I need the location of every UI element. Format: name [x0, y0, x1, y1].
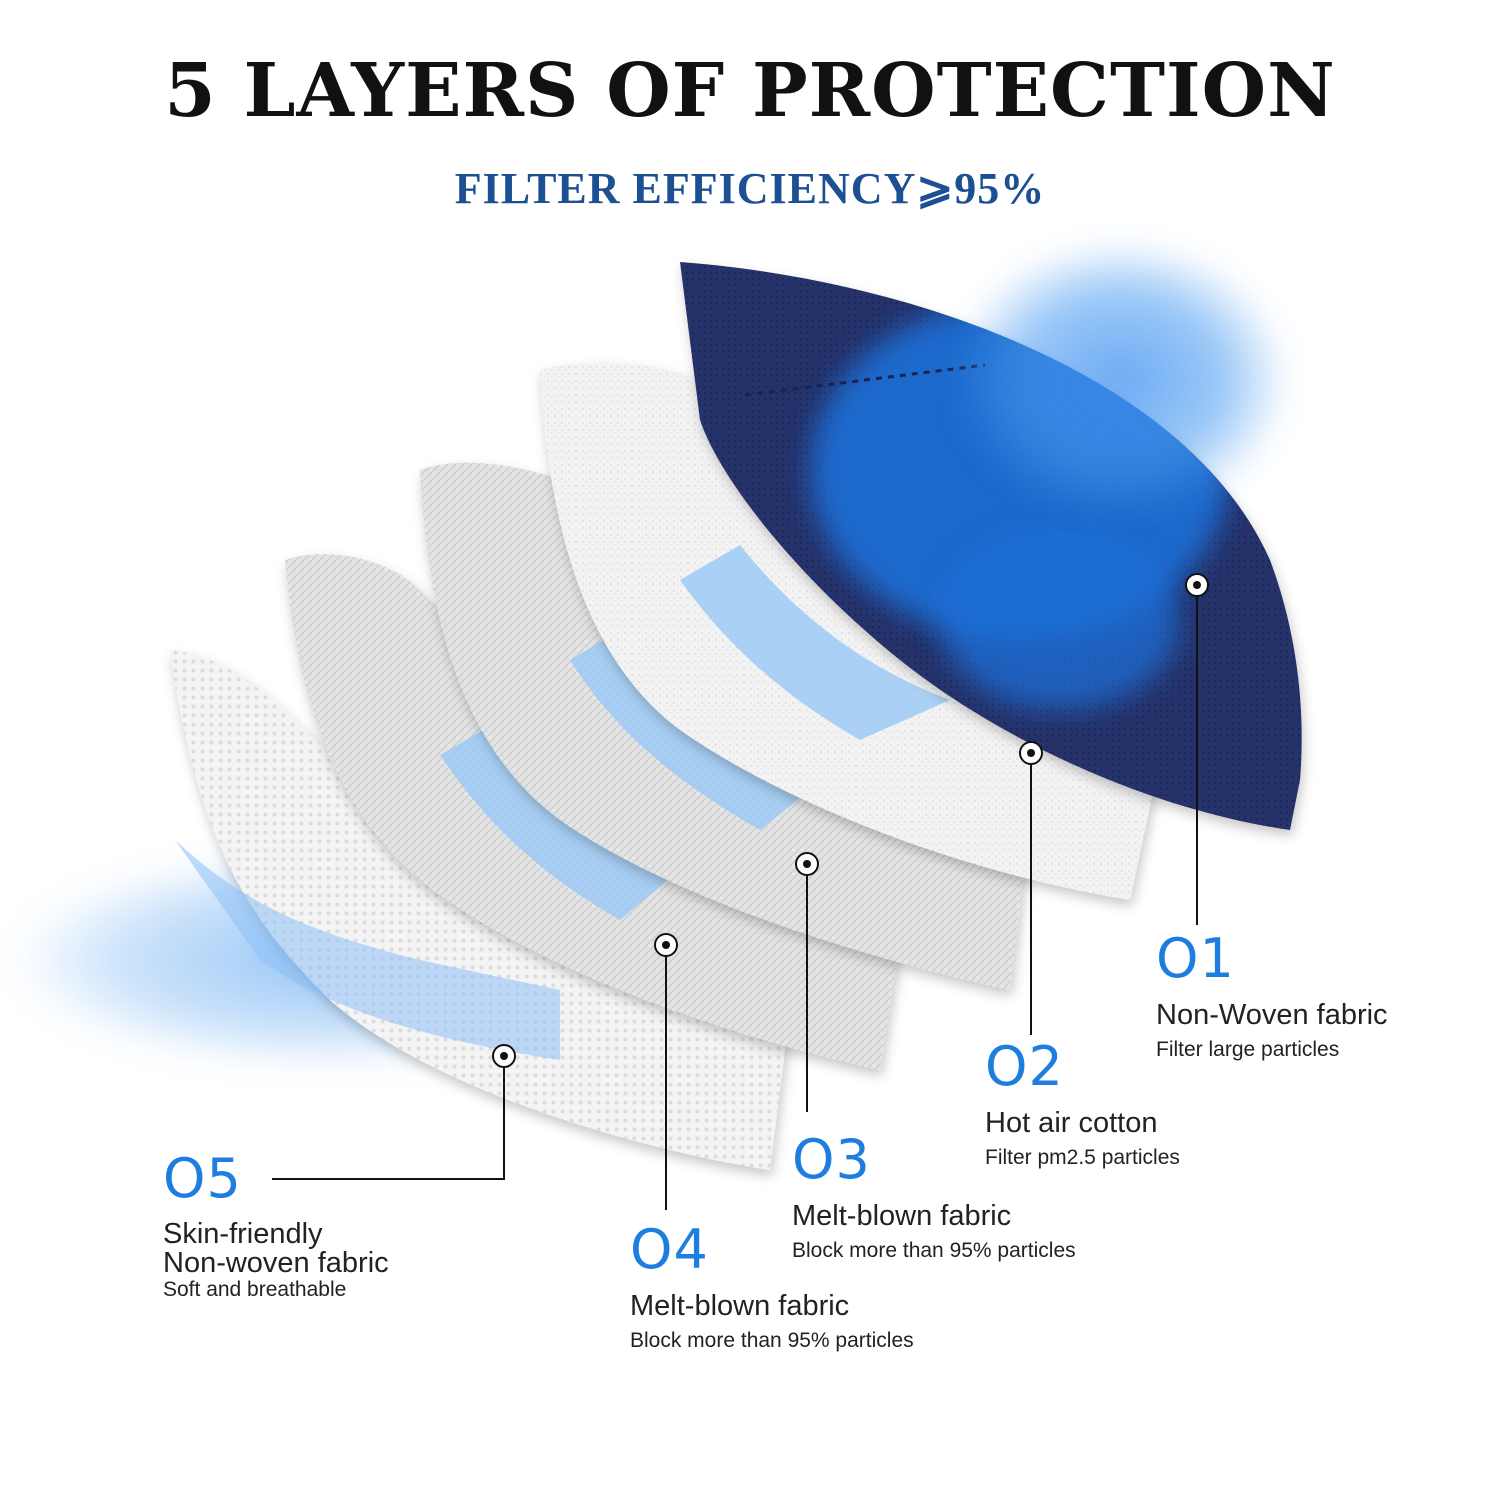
layer-2-label: O2 Hot air cotton Filter pm2.5 particles — [985, 1040, 1180, 1170]
layer-4-label: O4 Melt-blown fabric Block more than 95%… — [630, 1223, 914, 1353]
layer-1-label: O1 Non-Woven fabric Filter large particl… — [1156, 932, 1388, 1062]
leader-lines — [272, 585, 1198, 1210]
layer-5-label: O5 Skin-friendly Non-woven fabric Soft a… — [163, 1152, 389, 1302]
markers — [492, 573, 1209, 1068]
page-title: 5 LAYERS OF PROTECTION — [164, 48, 1336, 134]
layer-4-description: Block more than 95% particles — [630, 1329, 914, 1353]
layer-3-label: O3 Melt-blown fabric Block more than 95%… — [792, 1133, 1076, 1263]
layer-5-name-line-2: Non-woven fabric — [163, 1247, 389, 1279]
layer-1-description: Filter large particles — [1156, 1038, 1340, 1062]
layer-2-number: O2 — [985, 1035, 1064, 1098]
layer-2-name: Hot air cotton — [985, 1107, 1158, 1139]
layer-4-number: O4 — [630, 1218, 709, 1281]
layer-2-airflow-patch — [680, 545, 950, 740]
marker-4 — [654, 933, 678, 957]
layer-2-fabric — [540, 362, 1160, 900]
layer-5-description: Soft and breathable — [163, 1278, 347, 1301]
layer-3-number: O3 — [792, 1128, 871, 1191]
marker-2 — [1019, 741, 1043, 765]
airflow-glow-right — [950, 240, 1290, 520]
layer-1-number: O1 — [1156, 927, 1235, 990]
layer-5-airflow-band — [175, 840, 560, 1060]
marker-5 — [492, 1044, 516, 1068]
filter-efficiency-subtitle: FILTER EFFICIENCY⩾95% — [454, 164, 1046, 213]
layer-2-description: Filter pm2.5 particles — [985, 1146, 1180, 1170]
layer-4-name: Melt-blown fabric — [630, 1290, 850, 1322]
layer-1-name: Non-Woven fabric — [1156, 999, 1388, 1031]
marker-3 — [795, 852, 819, 876]
layer-5-number: O5 — [163, 1147, 242, 1210]
leader-line-5 — [272, 1056, 505, 1180]
layer-5-name-line-1: Skin-friendly — [163, 1218, 323, 1250]
layer-3-name: Melt-blown fabric — [792, 1200, 1012, 1232]
marker-1 — [1185, 573, 1209, 597]
layer-3-description: Block more than 95% particles — [792, 1239, 1076, 1263]
